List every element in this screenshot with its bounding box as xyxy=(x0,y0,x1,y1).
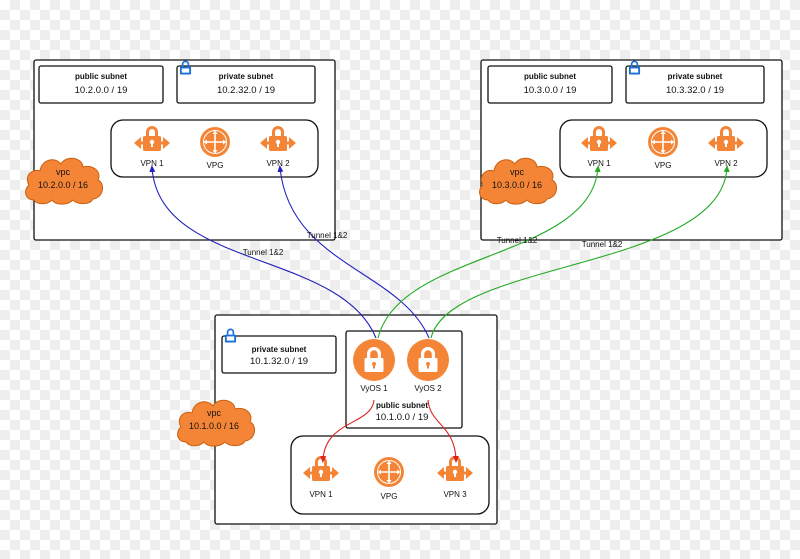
vpn1-label: VPN 1 xyxy=(309,490,333,499)
private-subnet-cidr: 10.1.32.0 / 19 xyxy=(250,356,308,367)
public-subnet-title: public subnet xyxy=(376,401,428,410)
private-subnet-cidr: 10.2.32.0 / 19 xyxy=(217,85,275,96)
tunnel-label: Tunnel 1&2 xyxy=(497,236,538,245)
tunnel-label: Tunnel 1&2 xyxy=(582,240,623,249)
vpc-cidr: 10.2.0.0 / 16 xyxy=(38,180,88,190)
tunnel-line-blue xyxy=(149,165,377,339)
private-subnet-title: private subnet xyxy=(219,72,274,81)
vpg-icon xyxy=(199,126,231,158)
public-subnet-title: public subnet xyxy=(75,72,127,81)
vpc-label: vpc xyxy=(207,408,222,418)
vyos-router-icon xyxy=(407,339,449,381)
tunnel-line-green xyxy=(430,165,730,339)
vpc-label: vpc xyxy=(510,167,525,177)
tunnels: Tunnel 1&2 Tunnel 1&2 Tunnel 1&2 Tunnel … xyxy=(149,165,730,463)
vpn1-label: VPN 1 xyxy=(587,159,611,168)
vyos2-label: VyOS 2 xyxy=(414,384,442,393)
private-subnet-box xyxy=(625,65,765,104)
vpn2-label: VPN 2 xyxy=(266,159,290,168)
vpn3-label: VPN 3 xyxy=(443,490,467,499)
vpg-icon xyxy=(373,456,405,488)
tunnel-label: Tunnel 1&2 xyxy=(243,248,284,257)
vpc-left: public subnet 10.2.0.0 / 19 private subn… xyxy=(25,59,336,241)
vpg-label: VPG xyxy=(381,492,398,501)
public-subnet-cidr: 10.2.0.0 / 19 xyxy=(75,85,128,96)
public-subnet-title: public subnet xyxy=(524,72,576,81)
vpn2-label: VPN 2 xyxy=(714,159,738,168)
private-subnet-cidr: 10.3.32.0 / 19 xyxy=(666,85,724,96)
vpc-bottom: private subnet 10.1.32.0 / 19 VyOS 1 VyO… xyxy=(177,314,498,525)
link-line-red xyxy=(427,399,459,463)
vpc-right: public subnet 10.3.0.0 / 19 private subn… xyxy=(479,59,783,241)
vpg-icon xyxy=(647,126,679,158)
private-subnet-box xyxy=(221,335,337,374)
tunnel-line-green xyxy=(377,165,601,339)
link-line-red xyxy=(320,399,375,463)
private-subnet-title: private subnet xyxy=(252,345,307,354)
vpg-label: VPG xyxy=(207,161,224,170)
vpc-cidr: 10.3.0.0 / 16 xyxy=(492,180,542,190)
tunnel-label: Tunnel 1&2 xyxy=(307,231,348,240)
vpn1-label: VPN 1 xyxy=(140,159,164,168)
public-subnet-cidr: 10.1.0.0 / 19 xyxy=(376,412,429,423)
vpc-cidr: 10.1.0.0 / 16 xyxy=(189,421,239,431)
public-subnet-box xyxy=(38,65,164,104)
vyos-router-icon xyxy=(353,339,395,381)
private-subnet-title: private subnet xyxy=(668,72,723,81)
vyos1-label: VyOS 1 xyxy=(360,384,388,393)
vpg-label: VPG xyxy=(655,161,672,170)
tunnel-line-blue xyxy=(277,165,430,339)
public-subnet-box xyxy=(487,65,613,104)
vpc-label: vpc xyxy=(56,167,71,177)
private-subnet-box xyxy=(176,65,316,104)
public-subnet-cidr: 10.3.0.0 / 19 xyxy=(524,85,577,96)
